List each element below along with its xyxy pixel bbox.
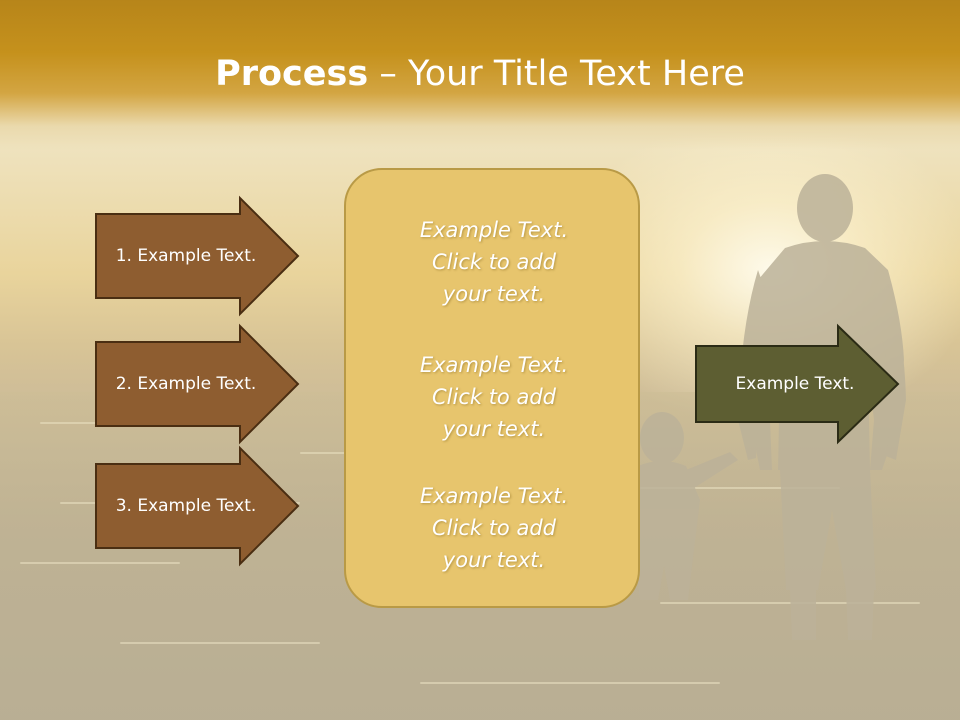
paragraph-line: your text.: [442, 548, 546, 572]
arrow-shape: [95, 323, 300, 445]
center-paragraph-1: Example Text. Click to add your text.: [346, 214, 642, 310]
paragraph-line: Click to add: [431, 250, 556, 274]
result-arrow[interactable]: Example Text.: [695, 323, 900, 445]
wave-line: [660, 602, 920, 604]
paragraph-line: your text.: [442, 417, 546, 441]
paragraph-line: Example Text.: [419, 484, 569, 508]
process-arrow-1[interactable]: 1. Example Text.: [95, 195, 300, 317]
title-band: [0, 0, 960, 150]
process-arrow-label: 3. Example Text.: [115, 496, 257, 516]
process-arrow-label: 2. Example Text.: [115, 374, 257, 394]
wave-line: [120, 642, 320, 644]
center-paragraph-3: Example Text. Click to add your text.: [346, 480, 642, 576]
paragraph-line: Click to add: [431, 385, 556, 409]
process-arrow-3[interactable]: 3. Example Text.: [95, 445, 300, 567]
paragraph-line: Example Text.: [419, 353, 569, 377]
process-arrow-label: 1. Example Text.: [115, 246, 257, 266]
slide-title[interactable]: Process – Your Title Text Here: [0, 52, 960, 96]
result-arrow-label: Example Text.: [735, 374, 855, 394]
arrow-shape: [695, 323, 900, 445]
paragraph-line: your text.: [442, 282, 546, 306]
center-paragraph-2: Example Text. Click to add your text.: [346, 349, 642, 445]
title-dash: –: [379, 54, 397, 94]
process-arrow-2[interactable]: 2. Example Text.: [95, 323, 300, 445]
wave-line: [420, 682, 720, 684]
paragraph-line: Example Text.: [419, 218, 569, 242]
wave-line: [20, 562, 180, 564]
center-text-box[interactable]: Example Text. Click to add your text. Ex…: [344, 168, 640, 608]
title-rest: Your Title Text Here: [407, 54, 745, 94]
paragraph-line: Click to add: [431, 516, 556, 540]
arrow-shape: [95, 195, 300, 317]
wave-line: [640, 487, 840, 489]
title-bold: Process: [215, 54, 369, 94]
arrow-shape: [95, 445, 300, 567]
